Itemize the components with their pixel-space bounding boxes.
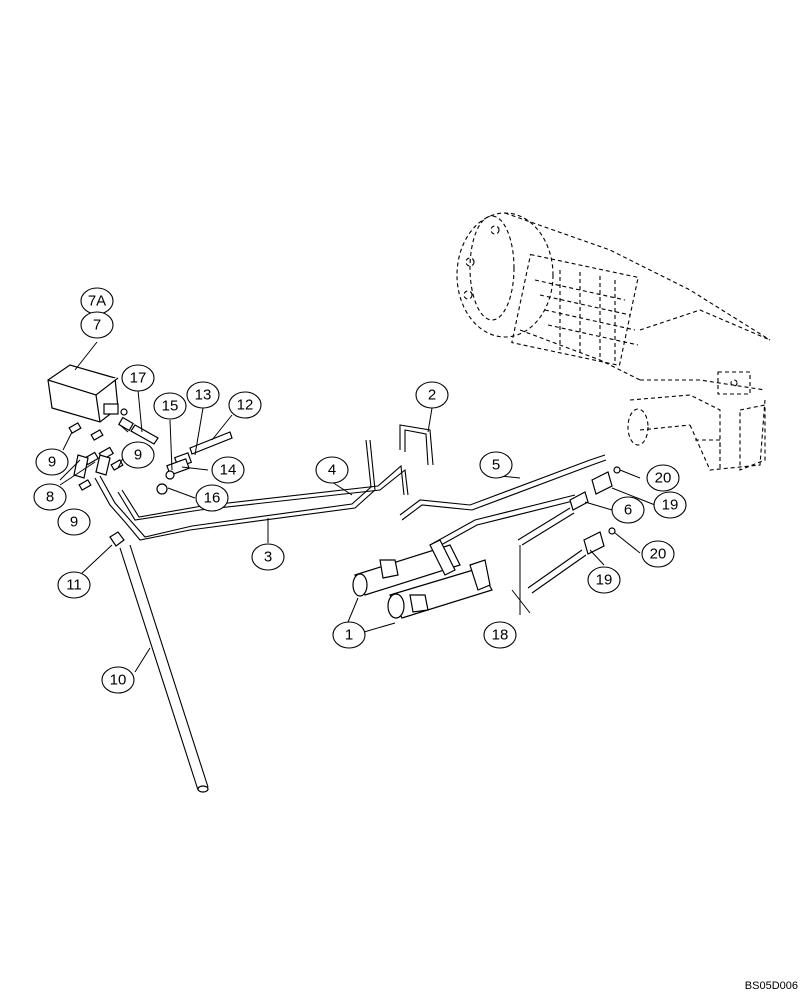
callout-9-right: 9 (121, 441, 155, 469)
callout-label: 7 (93, 317, 101, 334)
callout-18: 18 (483, 621, 517, 649)
callout-9-lower: 9 (57, 508, 91, 536)
small-fittings (68, 416, 233, 547)
callout-20-lower: 20 (641, 540, 675, 568)
callout-7: 7 (80, 311, 114, 339)
callout-16: 16 (195, 484, 229, 512)
callout-7a: 7A (80, 287, 114, 315)
callout-label: 13 (195, 387, 212, 404)
callout-11: 11 (57, 571, 91, 599)
callout-15: 15 (153, 392, 187, 420)
callout-label: 19 (662, 497, 679, 514)
callout-4: 4 (315, 456, 349, 484)
brake-fluid-reservoir (47, 364, 128, 423)
master-cylinders (352, 539, 493, 619)
callout-label: 7A (88, 293, 106, 310)
callout-label: 16 (204, 490, 221, 507)
callout-label: 4 (328, 462, 336, 479)
callout-1: 1 (332, 621, 366, 649)
callout-label: 12 (237, 397, 254, 414)
callout-14: 14 (211, 456, 245, 484)
callout-label: 18 (492, 627, 509, 644)
callout-8: 8 (33, 483, 67, 511)
callout-label: 6 (624, 502, 632, 519)
callout-label: 17 (130, 370, 147, 387)
callout-12: 12 (228, 391, 262, 419)
callout-label: 14 (220, 462, 237, 479)
callout-17: 17 (121, 364, 155, 392)
tube-18 (517, 507, 587, 594)
callout-10: 10 (101, 666, 135, 694)
callout-label: 5 (492, 457, 500, 474)
callout-label: 15 (162, 398, 179, 415)
axle-housing-phantom (456, 212, 771, 471)
callout-13: 13 (186, 381, 220, 409)
brake-lines (94, 439, 607, 551)
callout-label: 20 (650, 546, 667, 563)
callout-label: 2 (428, 387, 436, 404)
callout-label: 8 (46, 489, 54, 506)
tee-fittings (569, 466, 621, 555)
callout-9-left: 9 (35, 448, 69, 476)
tube-10 (119, 544, 209, 793)
callout-label: 9 (48, 454, 56, 471)
callout-2: 2 (415, 381, 449, 409)
callout-19-upper: 19 (653, 491, 687, 519)
callout-label: 9 (70, 514, 78, 531)
callout-label: 10 (110, 672, 127, 689)
callout-label: 1 (345, 627, 353, 644)
callout-3: 3 (251, 543, 285, 571)
callout-label: 20 (655, 470, 672, 487)
drawing-code: BS05D006 (744, 980, 798, 992)
callout-19-lower: 19 (587, 566, 621, 594)
callout-label: 11 (66, 577, 82, 594)
callout-6: 6 (611, 496, 645, 524)
callout-label: 9 (134, 447, 142, 464)
callout-label: 19 (596, 572, 613, 589)
leader-lines (59, 341, 656, 673)
callout-20-upper: 20 (646, 464, 680, 492)
callout-label: 3 (264, 549, 272, 566)
brake-line-2 (399, 424, 434, 466)
callout-5: 5 (479, 451, 513, 479)
